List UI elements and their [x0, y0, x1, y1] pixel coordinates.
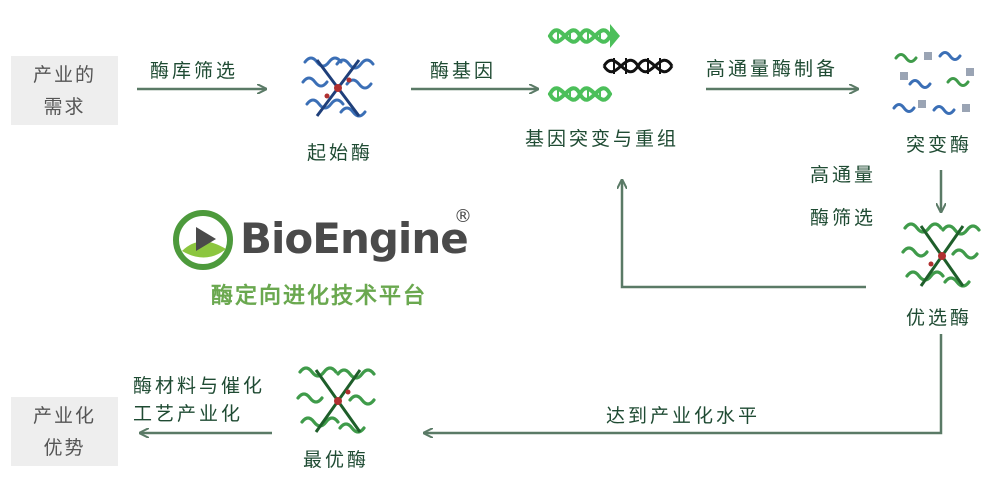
node-label-mutant-enzyme: 突变酶 [906, 134, 973, 156]
logo-registered-mark: ® [454, 206, 472, 227]
industry-demand-line-2: 需求 [43, 95, 86, 118]
logo-tagline: 酶定向进化技术平台 [211, 284, 428, 309]
edge-label-high-throughput-prep: 高通量酶制备 [706, 58, 839, 80]
edge-label-enzyme-gene: 酶基因 [430, 60, 497, 82]
node-label-optimal-enzyme: 最优酶 [303, 449, 370, 471]
logo-wordmark: BioEngine [240, 214, 469, 263]
node-label-preferred-enzyme: 优选酶 [906, 307, 973, 329]
edge-label-materials-catalysis-1: 酶材料与催化 [133, 375, 266, 397]
play-leaf-logo-icon [173, 210, 233, 270]
node-label-mutation-recombination: 基因突变与重组 [525, 128, 680, 150]
edge-label-materials-catalysis-2: 工艺产业化 [133, 403, 244, 425]
industry-demand-line-1: 产业的 [32, 63, 96, 86]
industrial-advantage-box: 产业化 优势 [11, 397, 118, 466]
preferred-enzyme-icon [901, 222, 981, 288]
arrow-preferred-to-optimal [424, 334, 943, 433]
edge-label-high-throughput-screening-1: 高通量 [810, 164, 877, 186]
mutant-enzyme-icon [892, 51, 974, 115]
industry-demand-box: 产业的 需求 [11, 56, 118, 125]
starting-enzyme-icon [301, 56, 375, 118]
industrial-advantage-line-1: 产业化 [32, 404, 96, 427]
optimal-enzyme-icon [296, 366, 376, 434]
node-label-starting-enzyme: 起始酶 [307, 142, 374, 164]
edge-label-high-throughput-screening-2: 酶筛选 [810, 207, 877, 229]
arrow-preferred-loop-back [622, 180, 866, 289]
edge-label-reach-industrial-level: 达到产业化水平 [606, 405, 761, 427]
industrial-advantage-line-2: 优势 [43, 436, 86, 459]
edge-label-library-screening: 酶库筛选 [150, 60, 239, 82]
dna-mutation-icon [548, 24, 674, 102]
